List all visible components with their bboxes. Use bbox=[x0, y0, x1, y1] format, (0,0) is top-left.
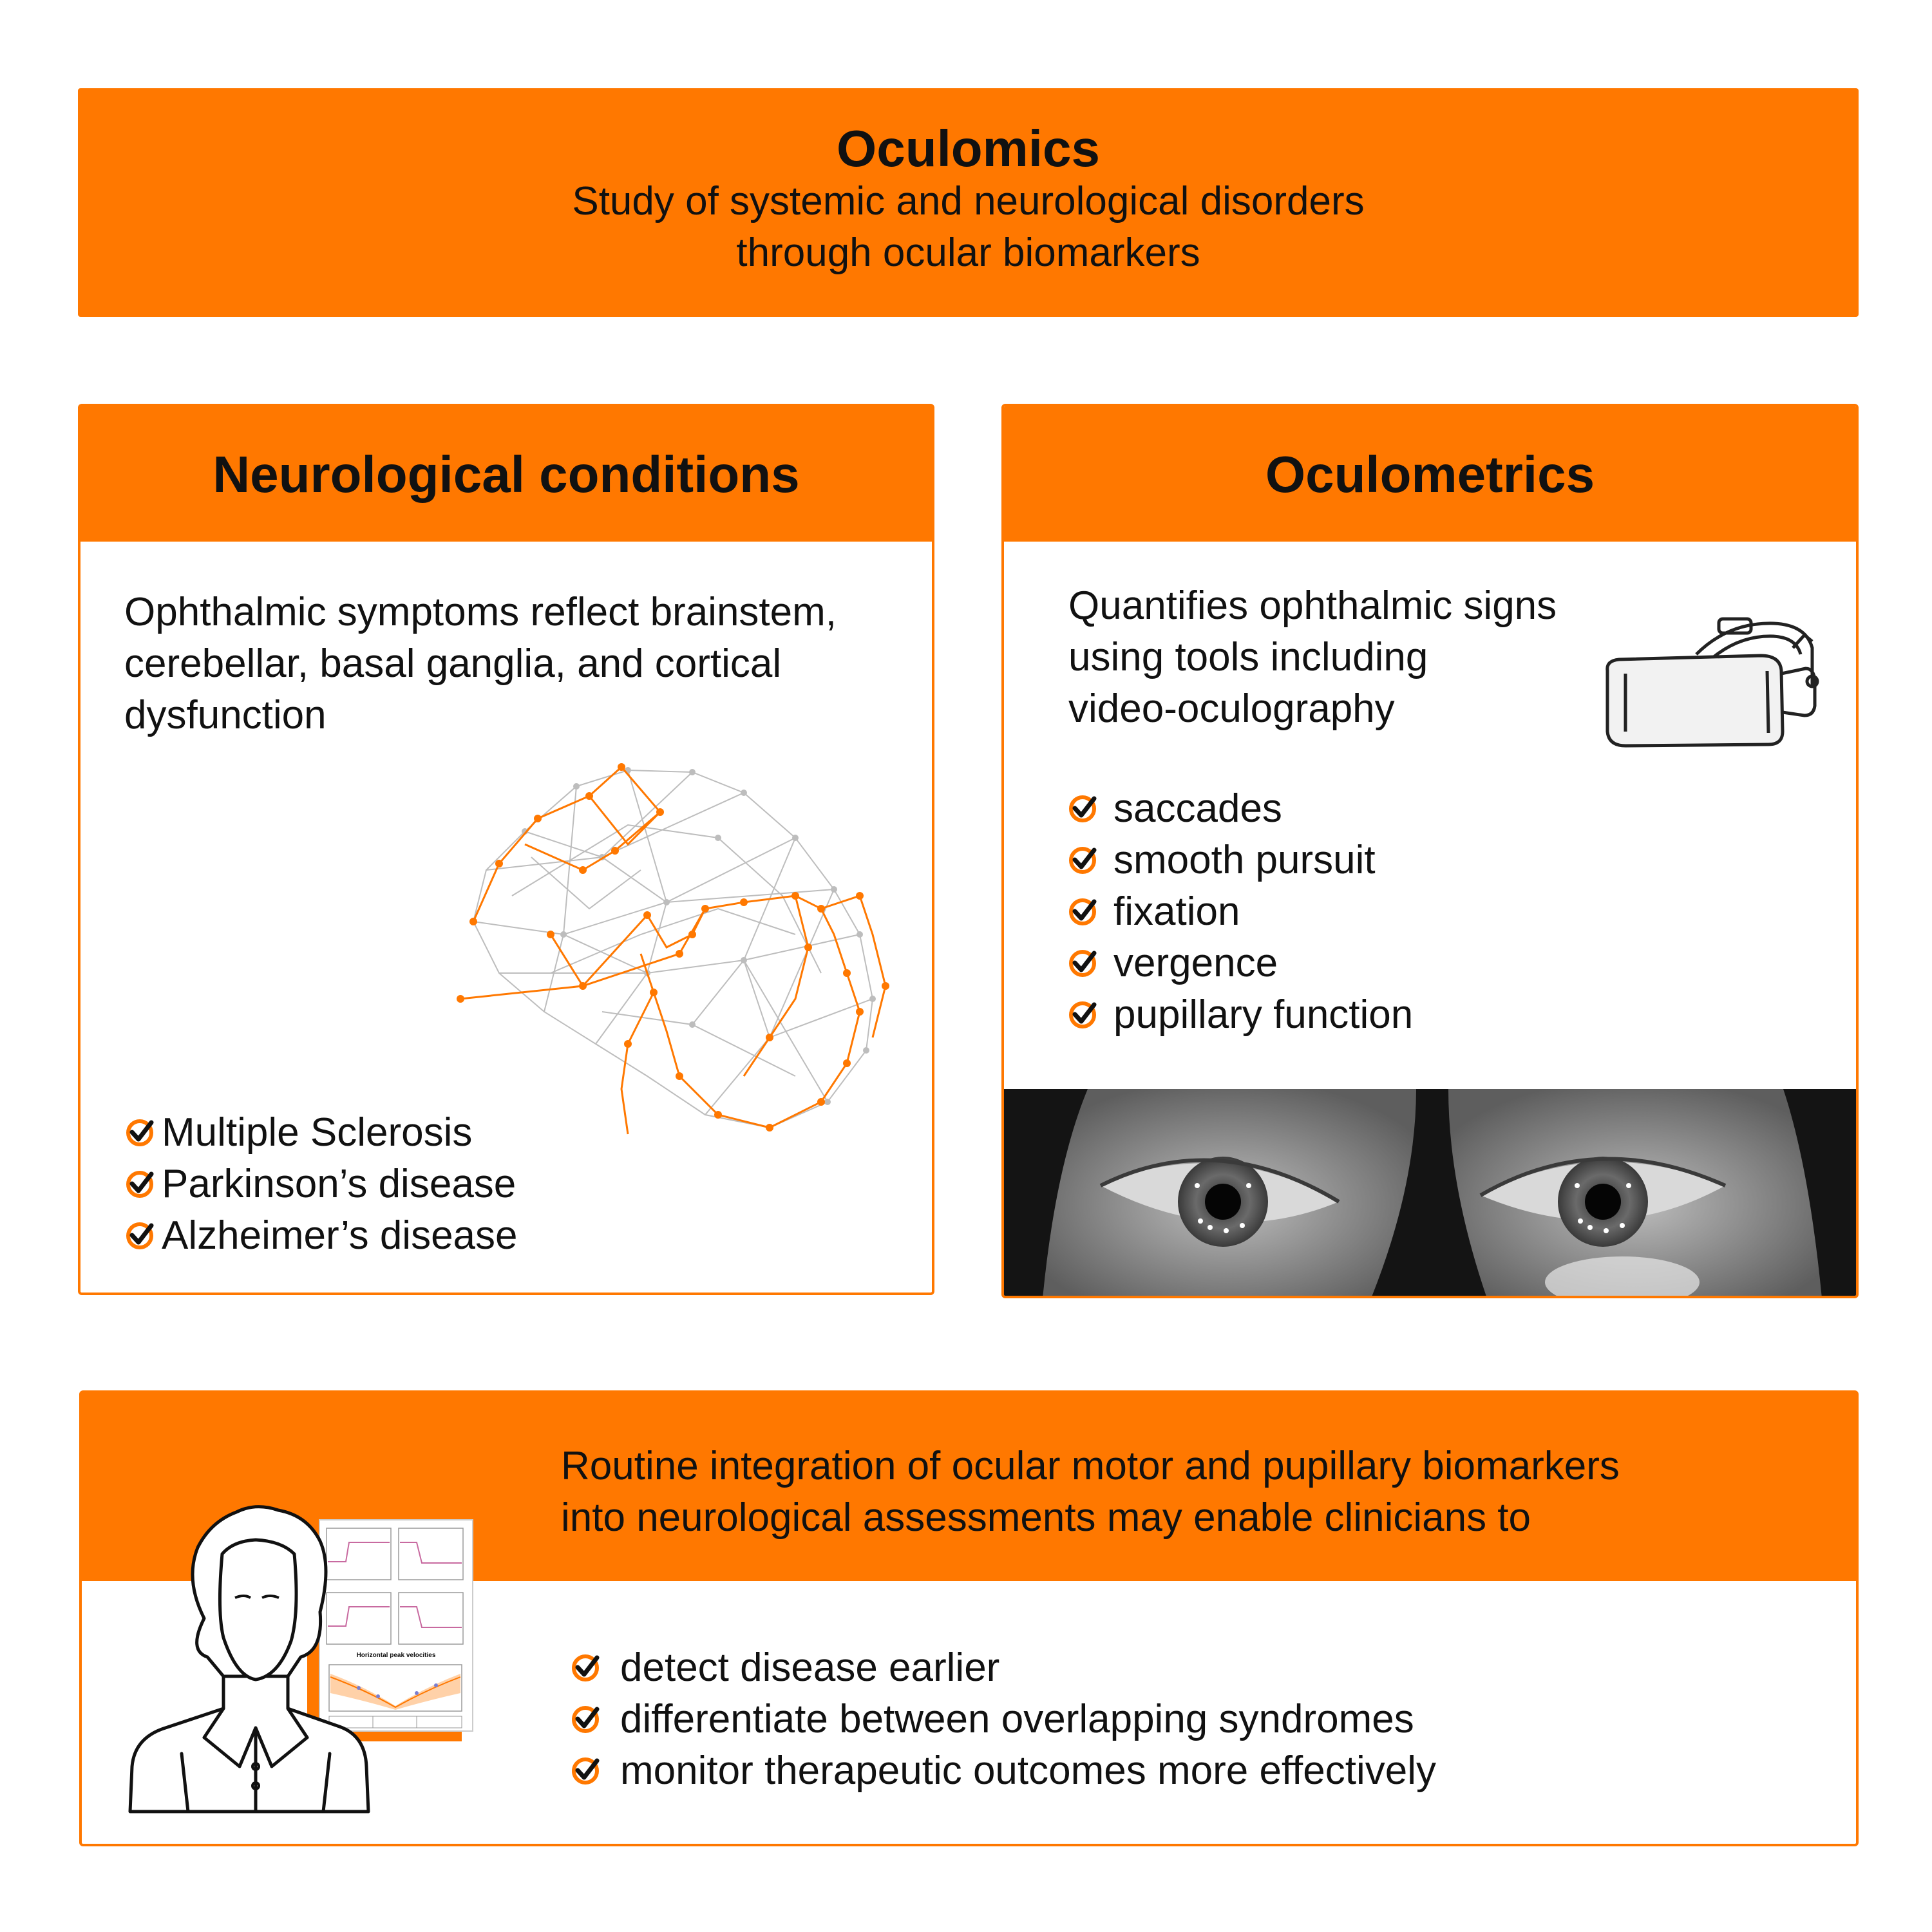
measure-label: saccades bbox=[1113, 786, 1282, 831]
oculometrics-description-line: video-oculography bbox=[1068, 687, 1395, 731]
oculometrics-description-line: using tools including bbox=[1068, 635, 1428, 679]
oculometrics-measures-list: saccades smooth pursuit fixation vergenc… bbox=[1068, 783, 1413, 1041]
check-icon bbox=[571, 1757, 600, 1785]
check-icon bbox=[1068, 1001, 1097, 1029]
integration-intro: Routine integration of ocular motor and … bbox=[561, 1441, 1620, 1544]
benefit-label: detect disease earlier bbox=[620, 1645, 1000, 1690]
condition-label: Parkinson’s disease bbox=[162, 1162, 516, 1206]
check-icon bbox=[126, 1170, 154, 1198]
measure-label: smooth pursuit bbox=[1113, 838, 1376, 882]
page-subtitle-line-2: through ocular biomarkers bbox=[736, 231, 1200, 275]
eye-photo-icon bbox=[1004, 1089, 1856, 1296]
neurological-conditions-panel: Neurological conditions Ophthalmic sympt… bbox=[78, 404, 934, 1295]
oculometrics-description: Quantifies ophthalmic signs using tools … bbox=[1068, 580, 1557, 735]
report-velocity-plot-icon bbox=[328, 1664, 462, 1728]
vr-headset-icon bbox=[1605, 617, 1819, 748]
list-item: monitor therapeutic outcomes more effect… bbox=[571, 1745, 1436, 1797]
report-title: Horizontal peak velocities bbox=[356, 1652, 436, 1659]
check-icon bbox=[1068, 949, 1097, 978]
check-icon bbox=[571, 1654, 600, 1682]
title-banner: Oculomics Study of systemic and neurolog… bbox=[78, 88, 1859, 317]
conditions-list: Multiple Sclerosis Parkinson’s disease A… bbox=[126, 1107, 518, 1262]
benefit-label: differentiate between overlapping syndro… bbox=[620, 1697, 1414, 1741]
check-icon bbox=[1068, 795, 1097, 823]
measure-label: vergence bbox=[1113, 941, 1278, 985]
report-charts-icon bbox=[326, 1528, 464, 1645]
condition-label: Alzheimer’s disease bbox=[162, 1213, 518, 1258]
neuro-description-line: Ophthalmic symptoms reflect brainstem, bbox=[124, 590, 837, 634]
check-icon bbox=[126, 1119, 154, 1147]
integration-intro-line: Routine integration of ocular motor and … bbox=[561, 1444, 1620, 1488]
integration-intro-line: into neurological assessments may enable… bbox=[561, 1495, 1531, 1540]
check-icon bbox=[1068, 846, 1097, 875]
list-item: saccades bbox=[1068, 783, 1413, 835]
list-item: fixation bbox=[1068, 886, 1413, 938]
brain-network-icon bbox=[457, 763, 889, 1135]
oculometrics-panel-title: Oculometrics bbox=[1265, 446, 1595, 503]
benefit-label: monitor therapeutic outcomes more effect… bbox=[620, 1748, 1437, 1793]
condition-label: Multiple Sclerosis bbox=[162, 1110, 473, 1155]
check-icon bbox=[126, 1222, 154, 1250]
list-item: smooth pursuit bbox=[1068, 835, 1413, 886]
list-item: pupillary function bbox=[1068, 989, 1413, 1041]
oculometrics-description-line: Quantifies ophthalmic signs bbox=[1068, 583, 1557, 628]
list-item: Parkinson’s disease bbox=[126, 1159, 518, 1210]
page-title: Oculomics bbox=[836, 120, 1101, 177]
clinical-integration-panel: Routine integration of ocular motor and … bbox=[79, 1390, 1859, 1846]
list-item: Alzheimer’s disease bbox=[126, 1210, 518, 1262]
clinician-icon bbox=[128, 1505, 370, 1814]
measure-label: pupillary function bbox=[1113, 992, 1414, 1037]
list-item: differentiate between overlapping syndro… bbox=[571, 1694, 1436, 1745]
list-item: Multiple Sclerosis bbox=[126, 1107, 518, 1159]
neuro-panel-title: Neurological conditions bbox=[213, 446, 800, 503]
neuro-panel-header: Neurological conditions bbox=[80, 406, 932, 542]
page-subtitle-line-1: Study of systemic and neurological disor… bbox=[572, 179, 1365, 223]
measure-label: fixation bbox=[1113, 889, 1240, 934]
benefits-list: detect disease earlier differentiate bet… bbox=[571, 1642, 1436, 1797]
check-icon bbox=[571, 1705, 600, 1734]
oculometrics-panel: Oculometrics Quantifies ophthalmic signs… bbox=[1001, 404, 1859, 1298]
check-icon bbox=[1068, 898, 1097, 926]
list-item: detect disease earlier bbox=[571, 1642, 1436, 1694]
neuro-description-line: cerebellar, basal ganglia, and cortical bbox=[124, 641, 782, 686]
report-icon: Horizontal peak velocities bbox=[319, 1519, 473, 1732]
oculometrics-panel-header: Oculometrics bbox=[1004, 406, 1856, 542]
list-item: vergence bbox=[1068, 938, 1413, 989]
neuro-description: Ophthalmic symptoms reflect brainstem, c… bbox=[124, 587, 837, 741]
neuro-description-line: dysfunction bbox=[124, 693, 327, 737]
